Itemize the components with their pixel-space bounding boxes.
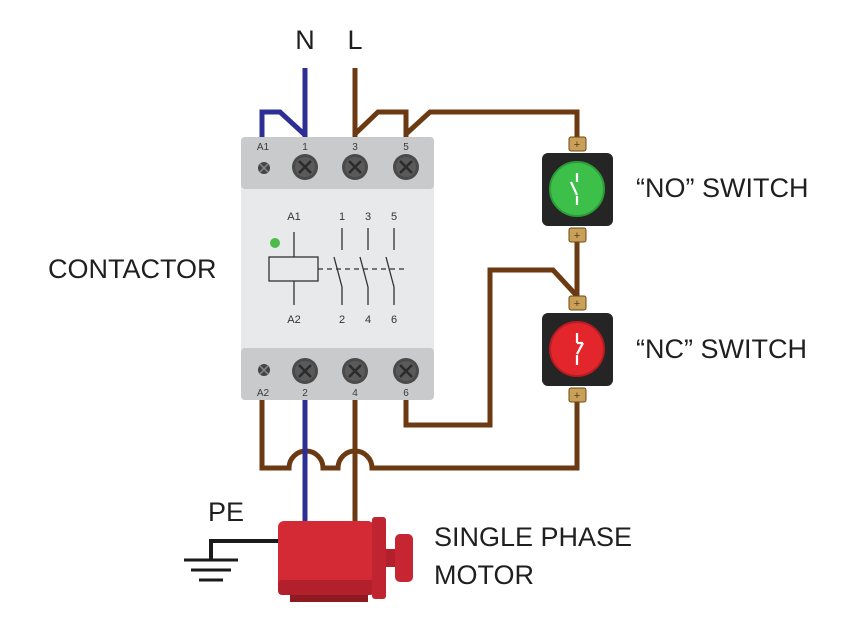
switch-terminal-top: [568, 136, 587, 152]
nc-button[interactable]: [550, 322, 604, 376]
no-switch[interactable]: + +: [542, 136, 613, 243]
svg-text:A1: A1: [287, 211, 300, 223]
plus-screw-icon: +: [574, 230, 580, 242]
wire-6-holding: [403, 267, 579, 428]
motor-body: [278, 521, 374, 595]
plus-screw-icon: +: [574, 139, 580, 151]
terminal-label-a2: A2: [257, 388, 270, 399]
motor-pulley: [395, 534, 413, 582]
svg-text:6: 6: [391, 314, 397, 326]
single-phase-motor: [278, 517, 413, 602]
wire-5-to-no-switch: [404, 109, 580, 142]
switch-terminal-top: [568, 295, 587, 311]
svg-text:1: 1: [339, 211, 345, 223]
svg-text:5: 5: [391, 211, 397, 223]
terminal-label-6: 6: [403, 388, 409, 399]
plus-screw-icon: +: [574, 298, 580, 310]
x-screw-icon: [393, 358, 419, 384]
earth-label: PE: [208, 497, 244, 527]
svg-text:3: 3: [365, 211, 371, 223]
neutral-wire: [259, 68, 308, 140]
switch-terminal-bottom: [568, 227, 587, 243]
motor-end-cap: [372, 517, 386, 599]
x-screw-icon: [258, 162, 270, 174]
line-wire: [352, 68, 409, 140]
terminal-label-a1: A1: [257, 142, 270, 153]
svg-text:4: 4: [365, 314, 371, 326]
svg-text:2: 2: [339, 314, 345, 326]
neutral-label: N: [295, 25, 315, 55]
motor-shaft: [386, 549, 396, 567]
nc-contact-symbol: [575, 333, 584, 365]
motor-label-line2: MOTOR: [434, 560, 534, 590]
plus-screw-icon: +: [574, 390, 580, 402]
terminal-label-1: 1: [302, 142, 308, 153]
coil-symbol: A1 A2: [268, 211, 404, 326]
contactor-top-terminal-strip: [241, 137, 434, 189]
wires: [209, 68, 580, 560]
x-screw-icon: [292, 358, 318, 384]
contacts-symbol: 1 3 5 2 4 6: [333, 211, 397, 326]
no-contact-symbol: [570, 173, 579, 205]
earth-wire: [209, 539, 282, 560]
terminal-label-2: 2: [302, 388, 308, 399]
terminal-label-4: 4: [352, 388, 358, 399]
terminal-label-5: 5: [403, 142, 409, 153]
nc-switch-label: “NC” SWITCH: [636, 334, 807, 364]
x-screw-icon: [292, 154, 318, 180]
contactor-bottom-terminal-strip: [241, 348, 434, 400]
terminal-label-3: 3: [352, 142, 358, 153]
x-screw-icon: [342, 358, 368, 384]
x-screw-icon: [393, 154, 419, 180]
line-label: L: [347, 25, 362, 55]
indicator-light: [270, 238, 280, 248]
wire-nc-to-a2: [259, 398, 580, 471]
no-switch-label: “NO” SWITCH: [636, 173, 808, 203]
no-button[interactable]: [550, 162, 604, 216]
svg-text:A2: A2: [287, 314, 300, 326]
motor-body-shade: [278, 580, 374, 595]
contactor-label: CONTACTOR: [48, 254, 217, 284]
motor-label-line1: SINGLE PHASE: [434, 522, 632, 552]
x-screw-icon: [342, 154, 368, 180]
x-screw-icon: [258, 364, 270, 376]
ground-icon: [184, 558, 238, 582]
switch-terminal-bottom: [568, 387, 587, 403]
contactor: A1 1 3 5 A1: [241, 137, 434, 400]
nc-switch[interactable]: + +: [542, 295, 613, 403]
